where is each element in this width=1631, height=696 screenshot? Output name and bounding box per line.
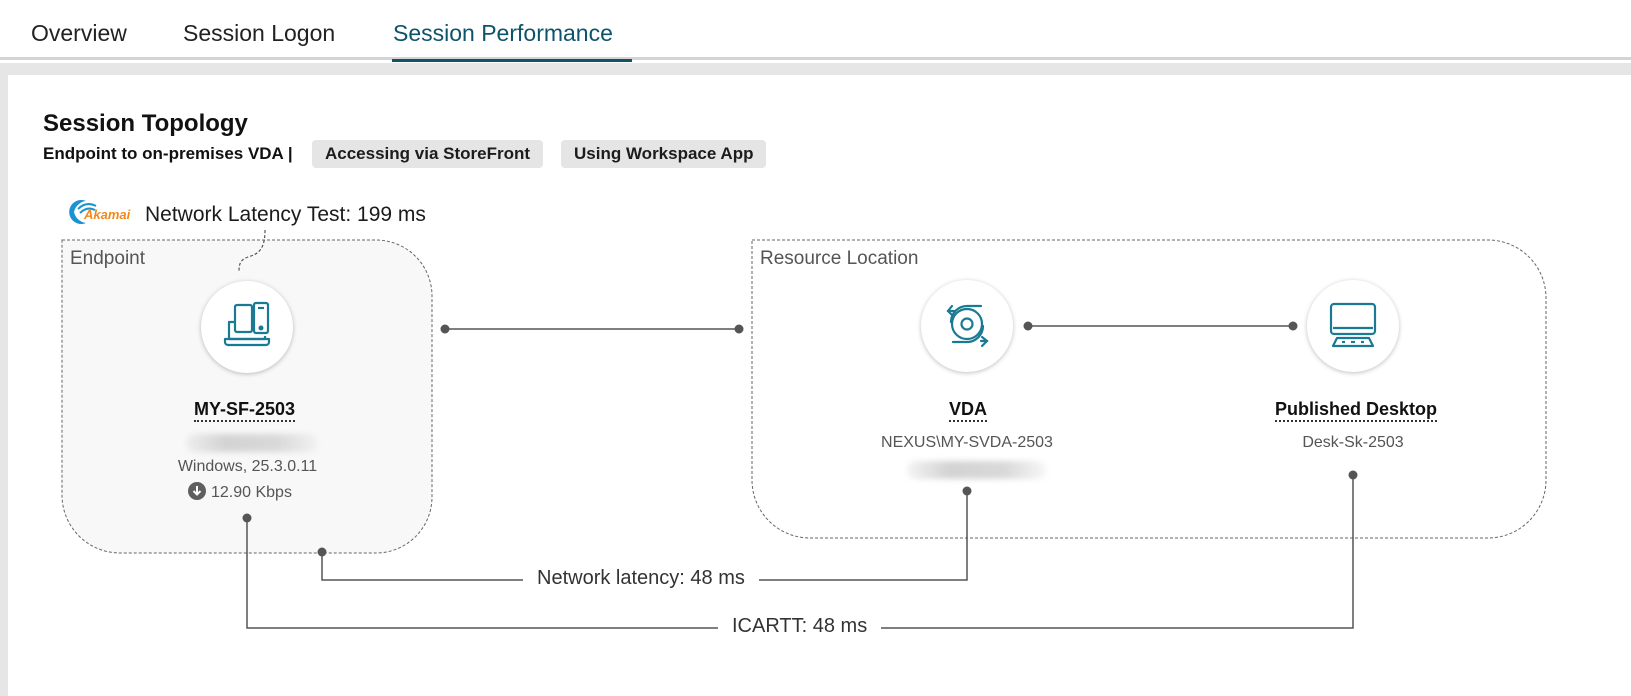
vda-node[interactable] bbox=[921, 280, 1013, 372]
endpoint-name[interactable]: MY-SF-2503 bbox=[194, 398, 296, 422]
active-tab-indicator bbox=[392, 59, 632, 62]
endpoint-bandwidth: 12.90 Kbps bbox=[188, 482, 292, 502]
endpoint-os: Windows, 25.3.0.11 bbox=[177, 458, 318, 475]
akamai-connector bbox=[238, 229, 266, 273]
resource-location-label: Resource Location bbox=[760, 248, 919, 269]
redacted-endpoint-ip bbox=[186, 434, 318, 452]
tab-overview[interactable]: Overview bbox=[31, 20, 127, 46]
desktop-name[interactable]: Published Desktop bbox=[1275, 398, 1438, 422]
tab-session-performance[interactable]: Session Performance bbox=[393, 20, 613, 46]
endpoint-group-border bbox=[61, 239, 433, 554]
published-desktop-node[interactable] bbox=[1307, 280, 1399, 372]
desktop-icon bbox=[1329, 302, 1377, 348]
akamai-logo: Akamai bbox=[68, 199, 144, 225]
network-latency-test: Network Latency Test: 199 ms bbox=[145, 203, 426, 226]
endpoint-node[interactable] bbox=[201, 281, 293, 373]
resource-group-border bbox=[751, 239, 1547, 539]
tab-bar: Overview Session Logon Session Performan… bbox=[0, 0, 1631, 62]
vda-machine: NEXUS\MY-SVDA-2503 bbox=[881, 434, 1053, 451]
vda-name[interactable]: VDA bbox=[949, 398, 988, 422]
tab-session-logon[interactable]: Session Logon bbox=[183, 20, 336, 46]
desktop-machine: Desk-Sk-2503 bbox=[1302, 434, 1404, 451]
page-title: Session Topology bbox=[43, 110, 248, 137]
network-latency-label: Network latency: 48 ms bbox=[523, 567, 759, 590]
endpoint-group-label: Endpoint bbox=[70, 248, 146, 269]
bandwidth-value: 12.90 Kbps bbox=[211, 484, 292, 501]
icartt-label: ICARTT: 48 ms bbox=[718, 615, 882, 638]
chip-storefront: Accessing via StoreFront bbox=[312, 140, 544, 168]
akamai-logo-text: Akamai bbox=[83, 207, 131, 222]
topology-subtitle: Endpoint to on-premises VDA | bbox=[43, 144, 293, 163]
chip-workspace-app: Using Workspace App bbox=[561, 140, 767, 168]
devices-icon bbox=[223, 301, 271, 347]
redacted-vda-ip bbox=[907, 461, 1047, 479]
download-icon bbox=[188, 482, 206, 500]
vda-disc-icon bbox=[946, 304, 989, 348]
